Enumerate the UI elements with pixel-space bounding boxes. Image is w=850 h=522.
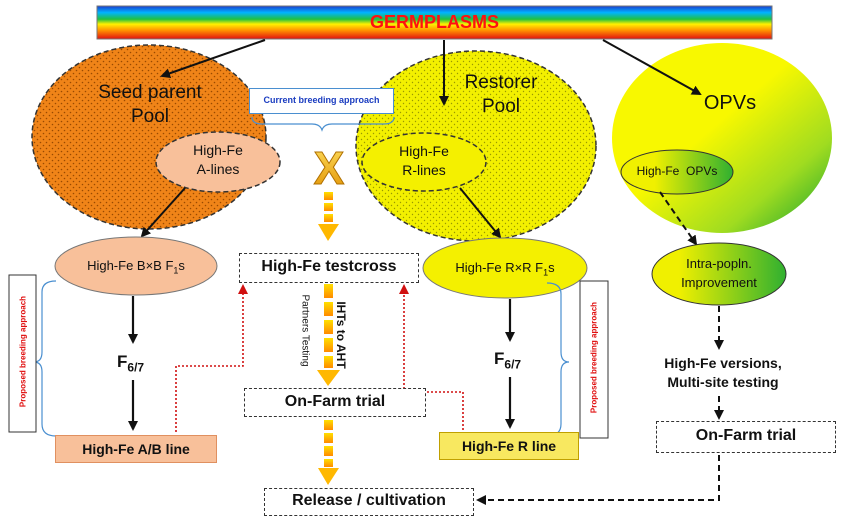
release-cultivation-box: Release / cultivation [264,488,474,516]
opvs-pool-label: OPVs [703,92,757,114]
r-lines-label-1: High-Fe [399,143,449,159]
high-fe-r-lines-ellipse [361,132,487,192]
intra-popln-label-2: Improvement [681,275,757,290]
high-fe-versions-label-2: Multi-site testing [667,374,779,390]
proposed-approach-box-right [579,280,609,439]
ab-line-box: High-Fe A/B line [55,435,217,463]
high-fe-versions-label-1: High-Fe versions, [664,355,782,371]
intra-popln-label-1: Intra-popln. [686,256,752,271]
r-lines-label-2: R-lines [402,162,446,178]
f67-left-label: F6/7 [117,352,144,374]
opvs-pool [612,43,832,233]
f67-left-sub: 6/7 [127,360,145,375]
current-approach-box: Current breeding approach [249,88,394,114]
proposed-approach-left-label: Proposed breeding approach [18,295,28,408]
high-fe-opvs-ellipse [620,149,734,195]
high-fe-opvs-label: High-Fe OPVs [636,164,718,178]
restorer-pool-label-1: Restorer [464,72,538,93]
arrow-germplasm-to-seed-pool [160,39,266,79]
arrow-opvs-to-intra [659,191,698,246]
on-farm-trial-center-box: On-Farm trial [244,388,426,417]
proposed-approach-brace-left [33,280,57,437]
f67-right-label: F6/7 [494,349,521,371]
r-line-box: High-Fe R line [439,432,579,460]
ihts-to-aht-label: IHTs to AHT [334,301,348,369]
a-lines-label-1: High-Fe [193,142,243,158]
arrow-opv-onfarm-to-release [476,455,720,505]
restorer-pool-label-2: Pool [481,96,521,117]
bxb-f1s-sub: 1 [173,265,179,276]
arrow-r-lines-to-rxr [459,187,502,239]
germplasms-title: GERMPLASMS [369,12,499,32]
rxr-f1s-prefix: High-Fe R×R F [455,260,544,275]
rxr-f1s-suffix: s [548,260,555,275]
rxr-f1s-label: High-Fe R×R F1s [428,260,582,278]
red-arrow-ab-to-testcross [175,284,248,432]
current-approach-brace [251,116,395,132]
arrow-onfarm-to-release [318,420,339,485]
f67-right-sub: 6/7 [504,357,522,372]
on-farm-trial-opv-box: On-Farm trial [656,421,836,453]
f67-left-base: F [117,352,128,371]
arrow-testcross-to-onfarm [317,284,340,386]
proposed-approach-brace-right [546,282,570,437]
seed-parent-pool-label-1: Seed parent [98,82,202,103]
arrow-cross-to-testcross [318,192,339,241]
arrow-a-lines-to-bxb [140,187,186,238]
bxb-f1s-prefix: High-Fe B×B F [87,258,174,273]
proposed-approach-right-label: Proposed breeding approach [589,301,599,414]
cross-symbol: X [314,142,345,194]
testcross-box: High-Fe testcross [239,253,419,283]
red-arrow-r-to-testcross [399,284,464,434]
f67-right-base: F [494,349,505,368]
germplasm-banner [96,5,773,40]
rxr-f1s-ellipse [422,237,588,299]
intra-popln-ellipse [651,242,787,306]
bxb-f1s-ellipse [54,236,218,296]
high-fe-a-lines-ellipse [155,131,281,193]
rxr-f1s-sub: 1 [543,267,549,278]
a-lines-label-2: A-lines [196,161,240,177]
proposed-approach-box-left [8,274,37,433]
bxb-f1s-suffix: s [178,258,185,273]
bxb-f1s-label: High-Fe B×B F1s [60,258,212,276]
partners-testing-label: Partners Testing [299,294,311,367]
arrow-germplasm-to-opvs [602,39,702,95]
seed-parent-pool-label-2: Pool [130,106,170,127]
